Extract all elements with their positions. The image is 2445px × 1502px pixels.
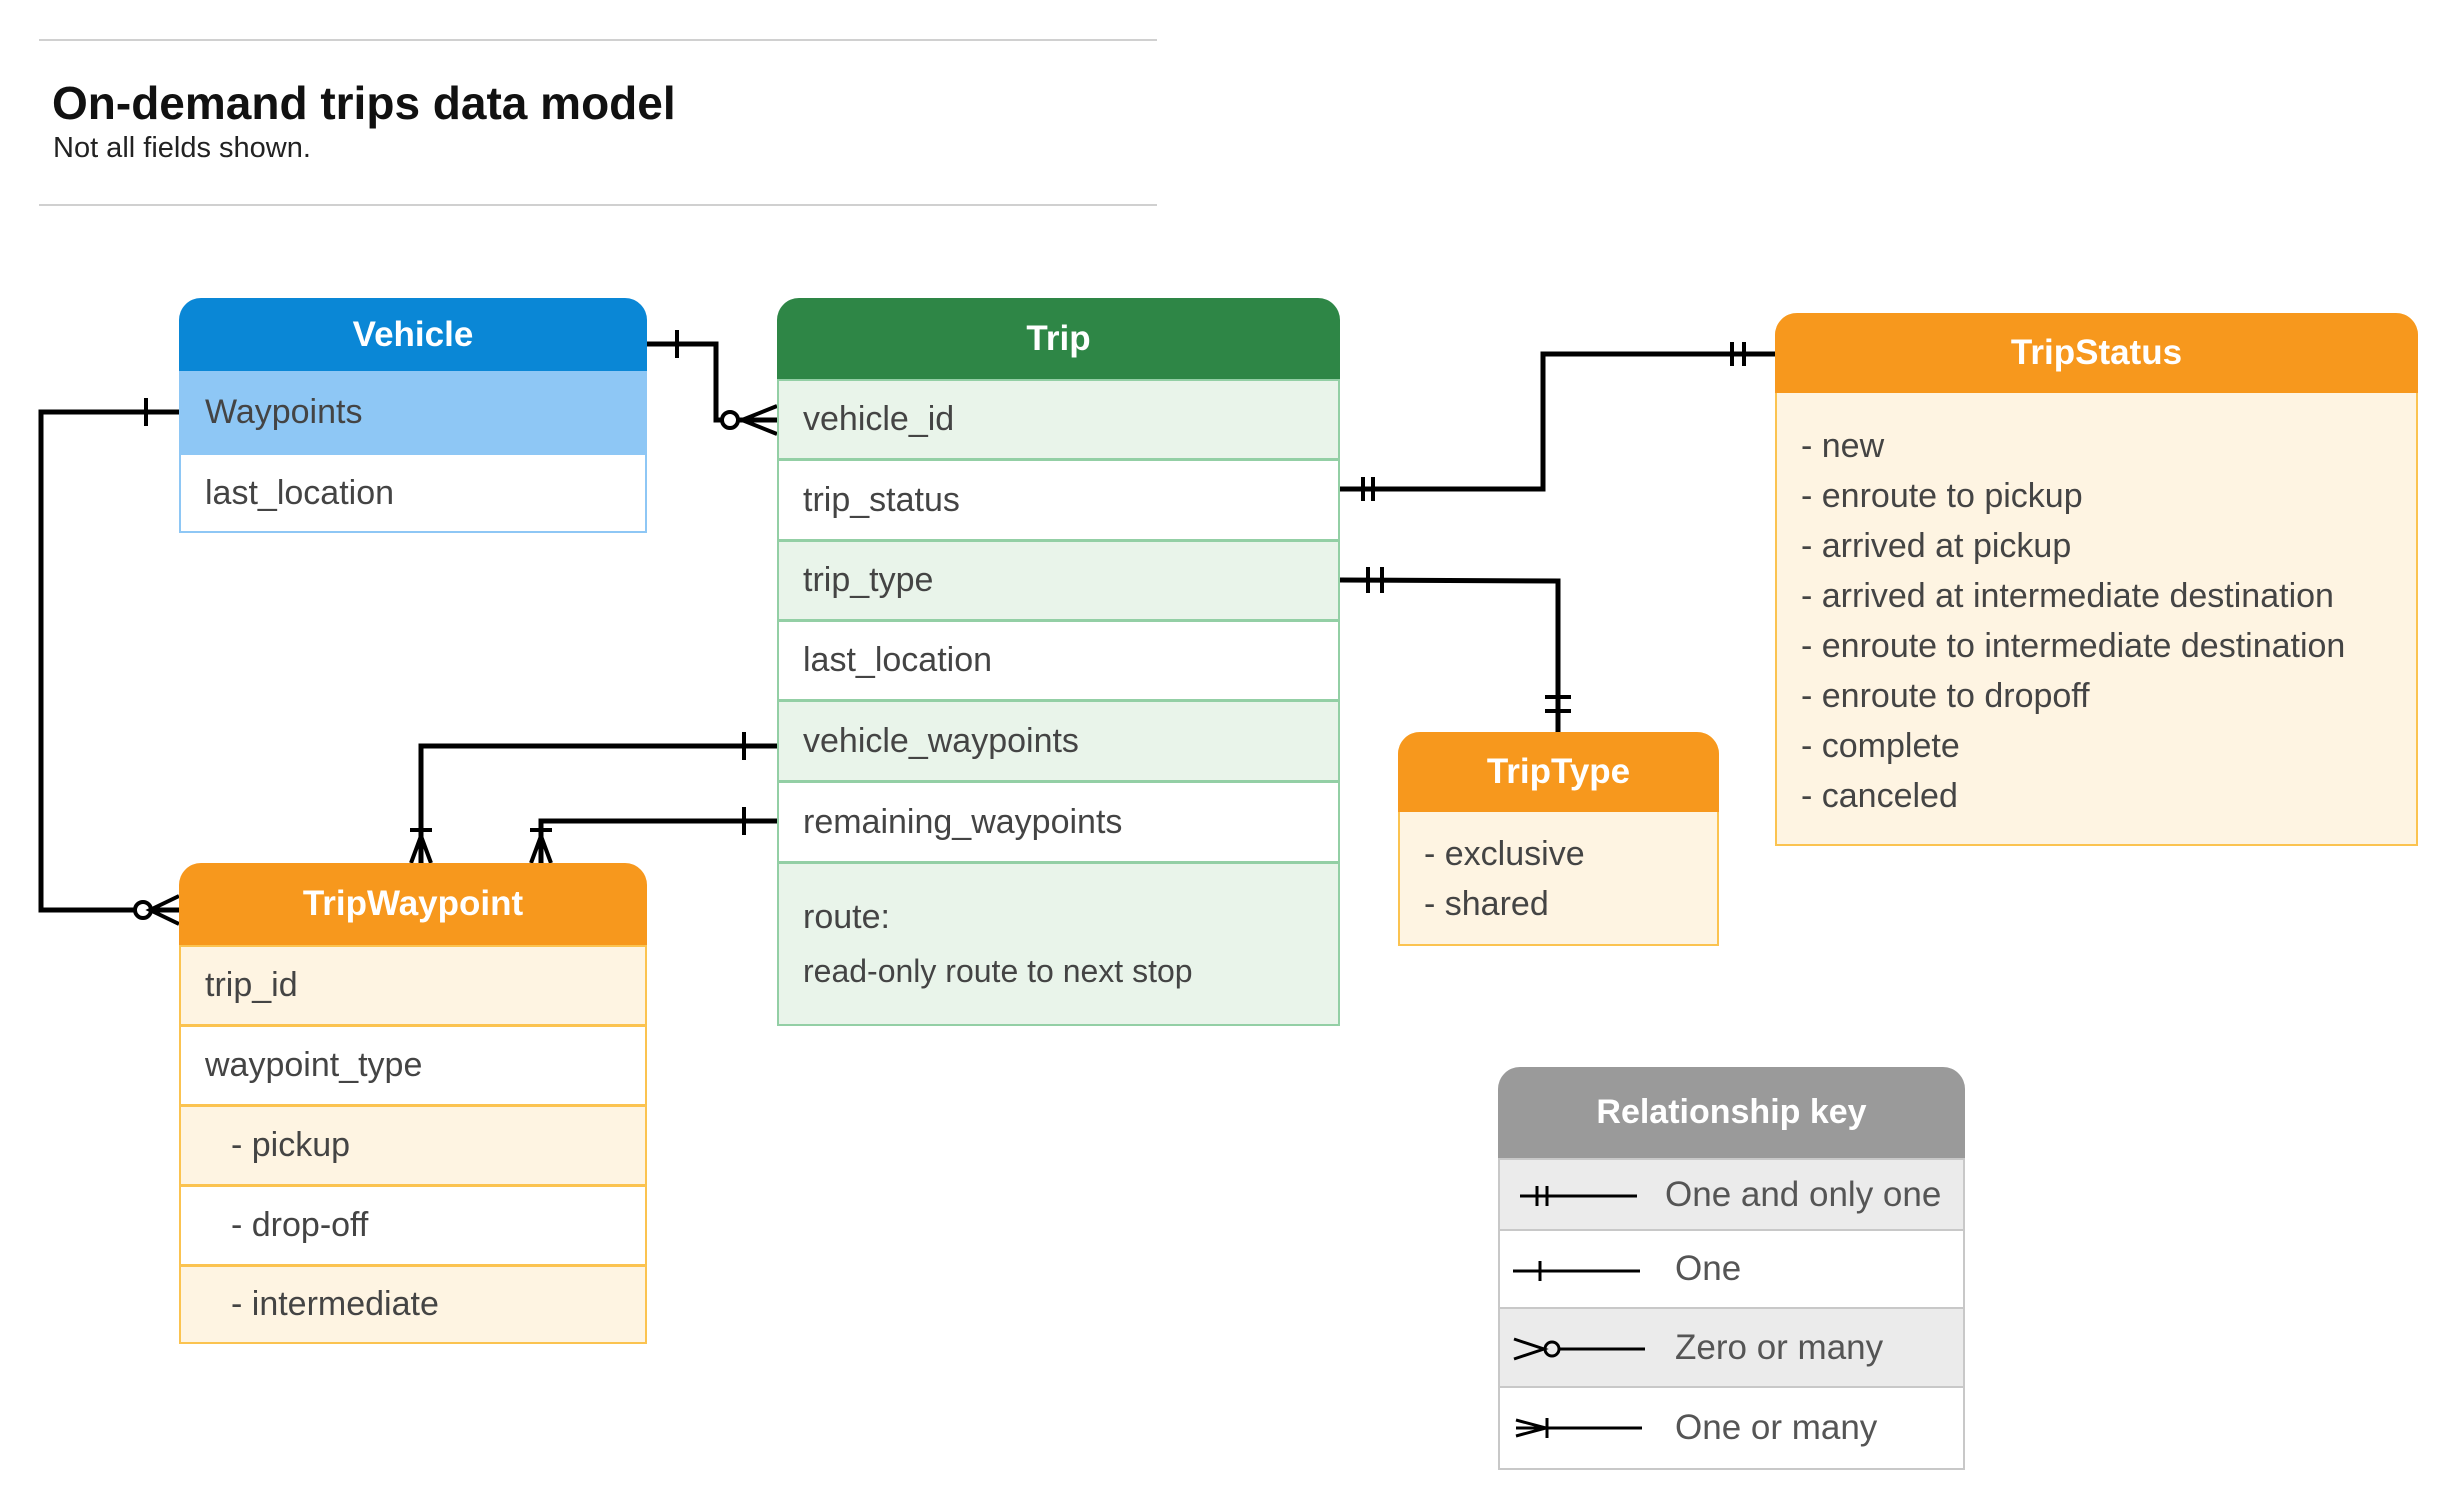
triptype-header: TripType [1398,732,1719,812]
key-row-one: One [1498,1229,1965,1309]
diagram-title: On-demand trips data model [52,77,676,129]
tripwaypoint-value-pickup: - pickup [179,1105,647,1186]
tripstatus-value: - enroute to intermediate destination [1801,627,2346,665]
tripstatus-value: - arrived at pickup [1801,527,2072,565]
trip-field-vehicle-id: vehicle_id [777,379,1340,460]
trip-field-trip-status: trip_status [777,459,1340,541]
tripstatus-value: - canceled [1801,777,1958,815]
vehicle-tripwaypoint-connector [38,398,180,926]
vehicle-trip-connector [647,330,778,436]
trip-field-trip-type: trip_type [777,540,1340,621]
key-label: One [1675,1249,1742,1288]
zero-or-many-icon [1513,1337,1645,1361]
trip-field-vehicle-waypoints: vehicle_waypoints [777,700,1340,782]
tripwaypoint-value-intermediate: - intermediate [179,1265,647,1344]
tripstatus-value: - arrived at intermediate destination [1801,577,2334,615]
vehicle-header: Vehicle [179,298,647,371]
key-row-one-and-only-one: One and only one [1498,1158,1965,1231]
triptype-entity: TripType - exclusive - shared [1398,732,1719,946]
one-icon [1513,1261,1640,1281]
vehicle-waypoints-tripwaypoint-connector [409,732,777,864]
tripstatus-value: - enroute to pickup [1801,477,2083,515]
remaining-waypoints-tripwaypoint-connector [529,807,777,864]
tripwaypoint-value-drop-off: - drop-off [179,1185,647,1266]
trip-field-remaining-waypoints: remaining_waypoints [777,781,1340,863]
trip-entity: Trip vehicle_id trip_status trip_type la… [777,298,1340,1026]
key-row-one-or-many: One or many [1498,1386,1965,1470]
tripwaypoint-entity: TripWaypoint trip_id waypoint_type - pic… [179,863,647,1344]
tripwaypoint-field-waypoint-type: waypoint_type [179,1025,647,1106]
tripstatus-header: TripStatus [1775,313,2418,393]
key-label: One or many [1675,1408,1878,1447]
top-divider [39,39,1157,41]
triptype-values: - exclusive - shared [1424,829,1585,929]
relationship-key: Relationship key One and only one One Ze… [1498,1067,1965,1470]
vehicle-field-last-location: last_location [179,453,647,533]
route-description: read-only route to next stop [803,953,1193,989]
trip-triptype-connector [1339,567,1571,732]
vehicle-field-waypoints: Waypoints [179,371,647,453]
diagram-subtitle: Not all fields shown. [53,132,311,164]
one-or-many-icon [1515,1418,1642,1438]
trip-header: Trip [777,298,1340,379]
key-row-zero-or-many: Zero or many [1498,1307,1965,1388]
key-label: One and only one [1665,1174,1942,1214]
one-and-only-one-icon [1520,1186,1637,1206]
tripstatus-value: - new [1801,427,1885,465]
tripwaypoint-header: TripWaypoint [179,863,647,945]
vehicle-entity: Vehicle Waypoints last_location [179,298,647,533]
key-header: Relationship key [1498,1067,1965,1158]
route-label: route: [803,898,890,936]
triptype-value: - exclusive [1424,835,1585,873]
tripstatus-values: - new - enroute to pickup - arrived at p… [1801,421,2345,821]
key-label: Zero or many [1675,1327,1884,1367]
tripstatus-value: - complete [1801,727,1960,765]
bottom-divider [39,204,1157,206]
tripstatus-entity: TripStatus - new - enroute to pickup - a… [1775,313,2418,846]
triptype-value: - shared [1424,885,1549,923]
trip-field-route: route: read-only route to next stop [777,862,1340,1026]
tripwaypoint-field-trip-id: trip_id [179,945,647,1026]
tripstatus-value: - enroute to dropoff [1801,677,2090,715]
trip-tripstatus-connector [1340,342,1775,501]
trip-field-last-location: last_location [777,620,1340,701]
